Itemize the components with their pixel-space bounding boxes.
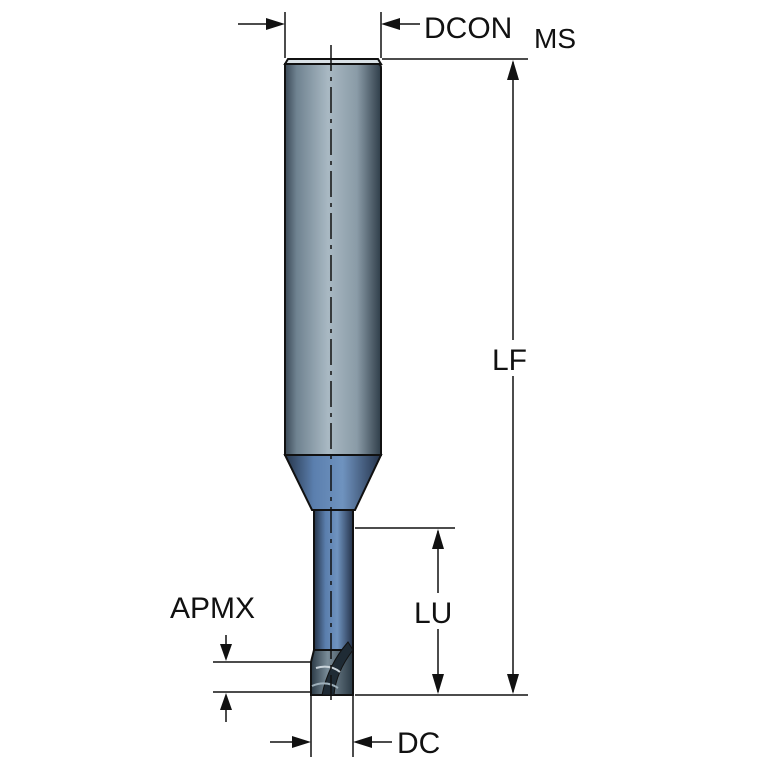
dc-arrow-left: [292, 736, 311, 748]
apmx-arrow-bottom: [220, 693, 232, 710]
dcon-subscript: MS: [534, 23, 576, 54]
flute-highlight: [315, 665, 341, 673]
lf-label-bg: [494, 340, 534, 376]
dcon-arrow-left: [266, 18, 285, 30]
shank: [284, 63, 382, 456]
apmx-label: APMX: [170, 592, 255, 625]
lf-arrow-bottom: [507, 674, 519, 694]
dc-arrow-right: [353, 736, 372, 748]
lf-label: LF: [492, 344, 527, 377]
lu-arrow-bottom: [432, 674, 444, 694]
neck: [313, 509, 354, 651]
taper: [283, 454, 383, 511]
lu-arrow-top: [432, 529, 444, 549]
lu-label-bg: [415, 593, 463, 629]
dc-label: DC: [397, 727, 440, 760]
shank-top: [283, 58, 383, 65]
dcon-label: DCON: [424, 12, 512, 45]
dcon-arrow-right: [381, 18, 400, 30]
lf-arrow-top: [507, 60, 519, 80]
lu-label: LU: [414, 597, 452, 630]
apmx-arrow-top: [220, 644, 232, 661]
flute-highlight-2: [311, 682, 339, 689]
